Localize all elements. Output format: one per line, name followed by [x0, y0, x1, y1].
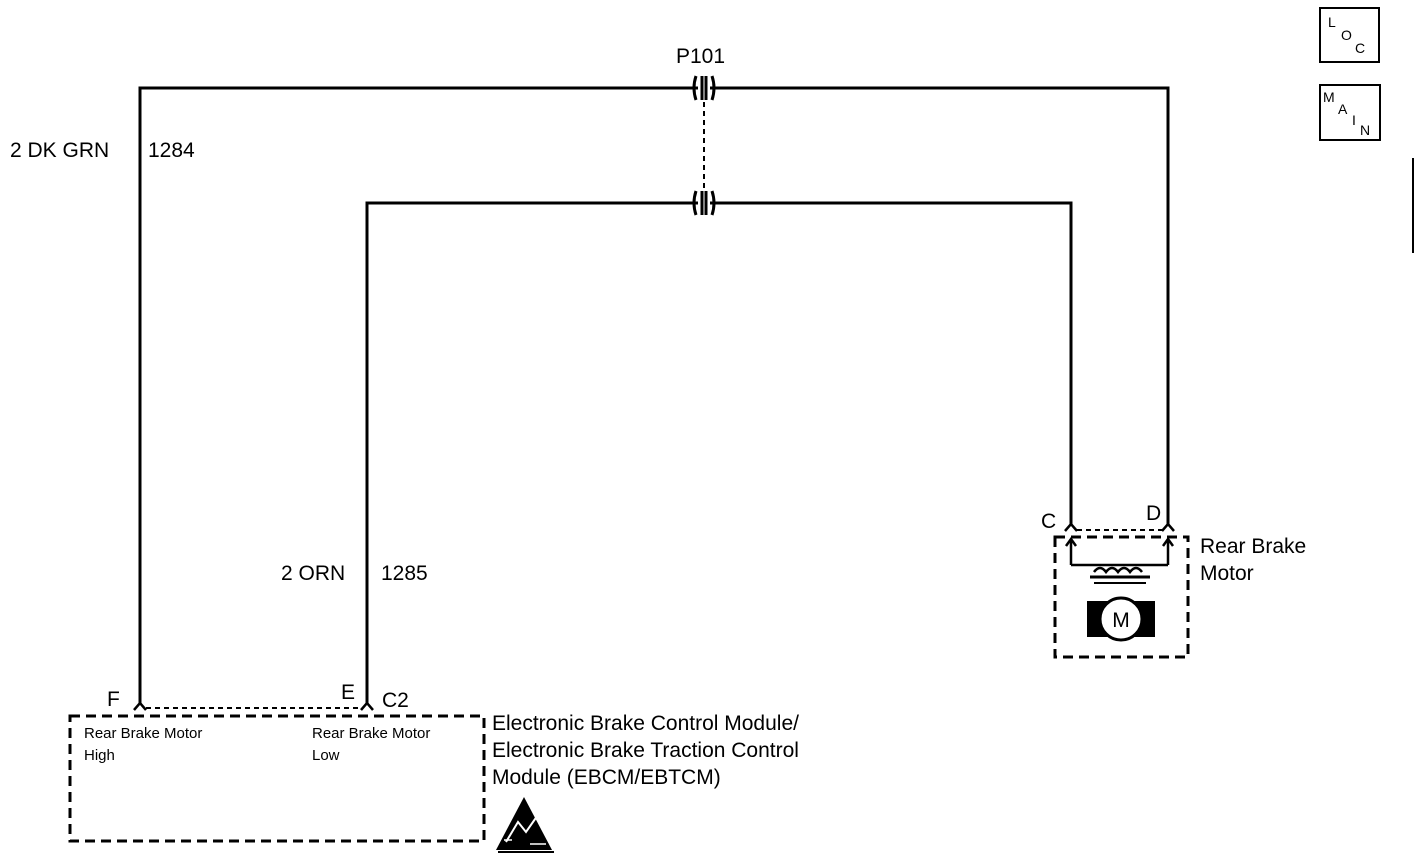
module-connector-c2-label: C2	[382, 689, 409, 712]
pin-e-desc-line2: Low	[312, 747, 340, 764]
loc-button-frame[interactable]	[1319, 7, 1380, 63]
pin-f-desc-line1: Rear Brake Motor	[84, 725, 202, 742]
motor-coil-symbol	[1064, 536, 1175, 584]
main-letter-m: M	[1323, 89, 1335, 105]
pin-f-label: F	[107, 688, 120, 711]
wire-low-color-label: 2 ORN	[281, 562, 345, 585]
main-letter-a: A	[1338, 101, 1348, 117]
p101-connector	[692, 75, 716, 216]
pin-e-desc-line1: Rear Brake Motor	[312, 725, 430, 742]
rear-brake-motor-box	[1053, 535, 1190, 659]
pin-f-desc-line2: High	[84, 747, 115, 764]
p101-label: P101	[676, 45, 725, 68]
main-button[interactable]: M A I N	[1319, 84, 1381, 141]
wire-low-circuit-label: 1285	[381, 562, 428, 585]
module-name-line3: Module (EBCM/EBTCM)	[492, 766, 721, 789]
ebcm-module-box	[68, 714, 486, 843]
motor-pin-terminals	[1064, 522, 1175, 532]
motor-name-line1: Rear Brake	[1200, 535, 1306, 558]
loc-letter-o: O	[1341, 27, 1352, 43]
esd-sensitive-icon	[496, 797, 554, 853]
wire-1285-orn	[365, 201, 1073, 705]
loc-letter-c: C	[1355, 40, 1365, 56]
wire-high-color-label: 2 DK GRN	[10, 139, 109, 162]
main-letter-i: I	[1352, 112, 1356, 128]
pin-e-label: E	[341, 681, 355, 704]
loc-letter-l: L	[1328, 14, 1336, 30]
pin-c-label: C	[1041, 510, 1056, 533]
motor-name-line2: Motor	[1200, 562, 1254, 585]
wire-high-circuit-label: 1284	[148, 139, 195, 162]
main-button-frame[interactable]	[1319, 84, 1381, 141]
motor-symbol-label: M	[1112, 609, 1130, 632]
pin-d-label: D	[1146, 502, 1161, 525]
module-name-line2: Electronic Brake Traction Control	[492, 739, 799, 762]
motor-icon: M	[1087, 596, 1155, 642]
loc-button[interactable]: L O C	[1319, 7, 1380, 63]
module-pin-terminals	[133, 701, 374, 711]
module-name-line1: Electronic Brake Control Module/	[492, 712, 799, 735]
main-letter-n: N	[1360, 122, 1370, 138]
wire-1284-dk-grn	[138, 86, 1170, 705]
